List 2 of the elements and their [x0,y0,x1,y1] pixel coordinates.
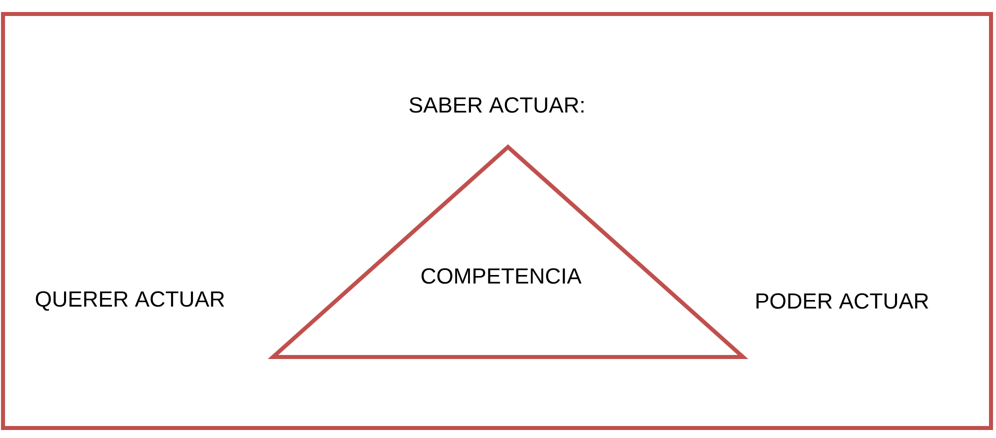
vertex-label: SABER ACTUAR: [410,97,584,113]
vertex-label: QUERER ACTUAR [36,291,224,311]
